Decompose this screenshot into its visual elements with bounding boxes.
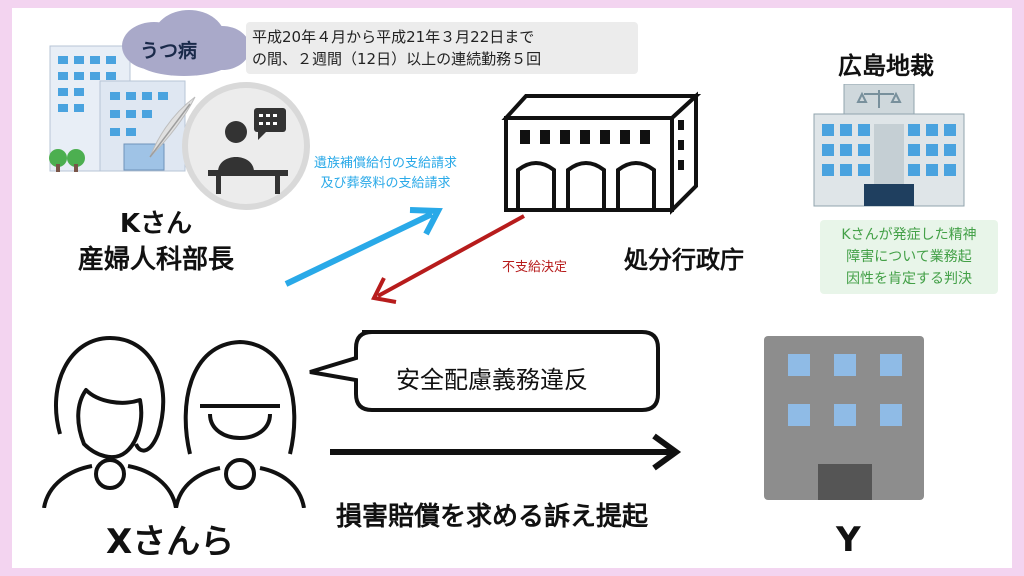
- period-note: 平成20年４月から平成21年３月22日まで の間、２週間（12日）以上の連続勤務…: [246, 22, 638, 74]
- verdict-line: Kさんが発症した精神: [841, 227, 977, 243]
- arrows-layer: [284, 207, 682, 471]
- verdict-box: Kさんが発症した精神 障害について業務起 因性を肯定する判決: [820, 220, 998, 294]
- plaintiffs-label: Xさんら: [106, 522, 235, 562]
- claim-arrow: [284, 207, 443, 287]
- denial-label: 不支給決定: [502, 260, 568, 275]
- hospital-building-icon: [49, 45, 186, 172]
- denial-arrow: [371, 214, 525, 304]
- period-note-line-1: 平成20年４月から平成21年３月22日まで: [252, 28, 535, 46]
- period-note-line-2: の間、２週間（12日）以上の連続勤務５回: [252, 50, 542, 68]
- lawsuit-label: 損害賠償を求める訴え提起: [336, 502, 649, 532]
- illness-label: うつ病: [140, 40, 198, 62]
- defendant-label: Y: [836, 520, 861, 560]
- agency-building-icon: [501, 91, 702, 215]
- person-k-title: 産婦人科部長: [78, 245, 235, 275]
- diagram-canvas: うつ病 平成20年４月から平成21年３月22日まで の間、２週間（12日）以上の…: [12, 8, 1012, 568]
- worker-at-desk-icon: [182, 82, 310, 210]
- claim-text: 遺族補償給付の支給請求 及び葬祭料の支給請求: [314, 154, 457, 194]
- person-k-name: Kさん: [119, 209, 193, 239]
- feather-icon: [149, 96, 196, 158]
- person-k-label: Kさん 産婦人科部長: [78, 206, 234, 278]
- court-building-icon: [813, 84, 965, 207]
- cloud-icon: [122, 10, 250, 76]
- agency-label: 処分行政庁: [624, 246, 744, 274]
- defendant-building-icon: [764, 336, 924, 500]
- claim-text-line-1: 遺族補償給付の支給請求: [314, 156, 458, 171]
- speech-bubble-text: 安全配慮義務違反: [396, 366, 588, 394]
- verdict-line: 障害について業務起: [846, 249, 972, 265]
- lawsuit-arrow: [330, 433, 682, 471]
- verdict-line: 因性を肯定する判決: [846, 271, 972, 287]
- claim-text-line-2: 及び葬祭料の支給請求: [320, 176, 451, 191]
- court-title: 広島地裁: [838, 52, 934, 80]
- plaintiffs-icon: [42, 336, 306, 508]
- speech-bubble-shape: [309, 330, 660, 412]
